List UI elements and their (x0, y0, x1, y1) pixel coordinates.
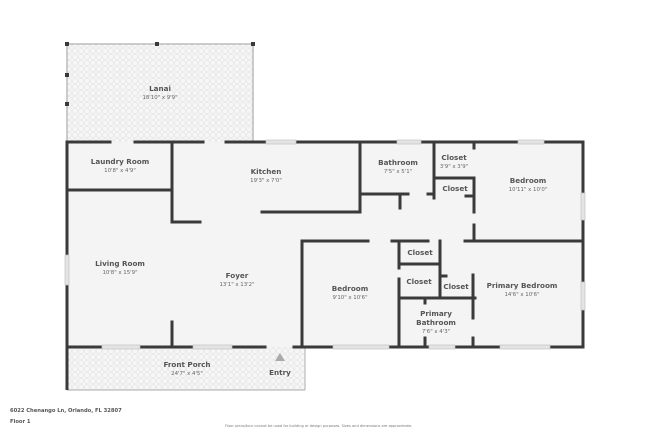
room-kitchen: Kitchen 19'3" x 7'0" (250, 167, 282, 184)
room-closet-e: Closet (443, 282, 469, 291)
room-laundry: Laundry Room 10'8" x 4'9" (91, 157, 149, 174)
room-name: Bathroom (378, 158, 418, 167)
room-name-line2: Bathroom (416, 318, 456, 327)
windows (64, 139, 586, 350)
window (101, 344, 141, 350)
window (192, 344, 233, 350)
window (517, 139, 545, 145)
room-dims: 10'8" x 4'9" (104, 168, 136, 174)
room-dims: 13'1" x 13'2" (219, 282, 254, 288)
room-primary-bathroom: Primary Bathroom 7'6" x 4'3" (416, 309, 456, 335)
window (265, 139, 297, 145)
room-lanai: Lanai 18'10" x 9'9" (142, 84, 177, 101)
room-foyer: Foyer 13'1" x 13'2" (219, 271, 254, 288)
room-closet-d: Closet (406, 277, 432, 286)
room-name: Laundry Room (91, 157, 149, 166)
entry-marker: Entry (269, 353, 291, 377)
room-closet-a: Closet 3'9" x 3'9" (440, 153, 468, 170)
room-closet-c: Closet (407, 248, 433, 257)
room-name: Closet (443, 282, 469, 291)
window (580, 192, 586, 221)
floor-label: Floor 1 (10, 419, 31, 425)
room-name-line1: Primary (420, 309, 452, 318)
window (580, 281, 586, 311)
window (499, 344, 551, 350)
window (396, 139, 422, 145)
room-name: Closet (407, 248, 433, 257)
property-address: 6022 Chenango Ln, Orlando, FL 32807 (10, 408, 122, 414)
room-dims: 19'3" x 7'0" (250, 178, 282, 184)
room-name: Foyer (226, 271, 249, 280)
room-dims: 3'9" x 3'9" (440, 164, 468, 170)
window (428, 344, 456, 350)
room-dims: 24'7" x 4'5" (171, 371, 203, 377)
entry-label: Entry (269, 368, 291, 377)
room-dims: 10'11" x 10'0" (509, 187, 548, 193)
window (64, 254, 70, 286)
room-bathroom: Bathroom 7'5" x 5'1" (378, 158, 418, 175)
room-dims: 7'5" x 5'1" (384, 169, 412, 175)
room-dims: 18'10" x 9'9" (142, 95, 177, 101)
room-closet-b: Closet (442, 184, 468, 193)
entry-arrow-icon (275, 353, 285, 361)
walls (65, 140, 585, 349)
room-front-porch: Front Porch 24'7" x 4'5" (163, 360, 210, 377)
room-name: Lanai (149, 84, 171, 93)
room-dims: 14'6" x 10'6" (504, 292, 539, 298)
room-name: Bedroom (510, 176, 546, 185)
house-floor (67, 142, 583, 347)
room-dims: 9'10" x 10'6" (332, 295, 367, 301)
room-name: Closet (441, 153, 467, 162)
lanai-area (65, 42, 255, 142)
room-primary-bedroom: Primary Bedroom 14'6" x 10'6" (487, 281, 558, 298)
room-bedroom-ne: Bedroom 10'11" x 10'0" (509, 176, 548, 193)
room-name: Closet (406, 277, 432, 286)
window (332, 344, 390, 350)
room-name: Front Porch (163, 360, 210, 369)
room-name: Closet (442, 184, 468, 193)
room-dims: 10'8" x 15'9" (102, 270, 137, 276)
front-porch-area (65, 347, 306, 391)
room-name: Living Room (95, 259, 145, 268)
disclaimer-text: Floor plans/tour cannot be used for buil… (225, 424, 413, 428)
room-name: Bedroom (332, 284, 368, 293)
room-dims: 7'6" x 4'3" (422, 329, 450, 335)
room-living: Living Room 10'8" x 15'9" (95, 259, 145, 276)
room-name: Kitchen (251, 167, 282, 176)
room-name: Primary Bedroom (487, 281, 558, 290)
room-bedroom-s: Bedroom 9'10" x 10'6" (332, 284, 368, 301)
